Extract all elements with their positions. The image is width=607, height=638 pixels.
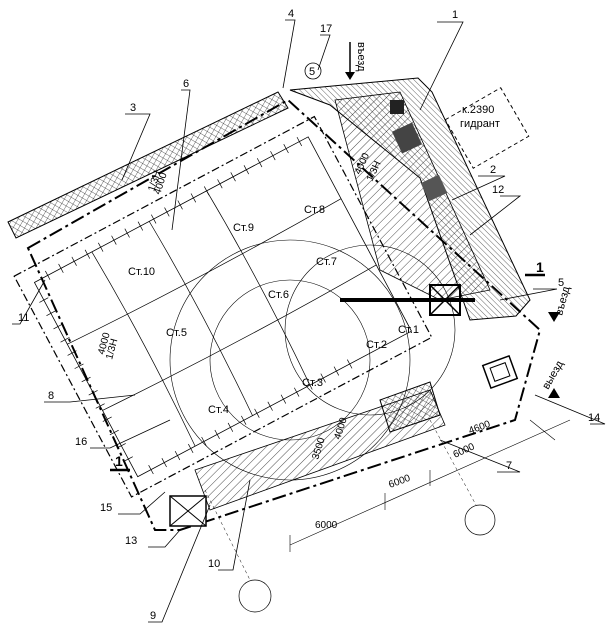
callout-1: 1: [452, 9, 458, 21]
station-5: Ст.5: [166, 327, 187, 339]
station-10: Ст.10: [128, 266, 155, 278]
callout-4: 4: [288, 8, 294, 20]
callout-5-top: 5: [309, 66, 315, 78]
hydrant-label-1: к.2390: [462, 104, 494, 116]
hydrant-label-2: гидрант: [460, 118, 500, 130]
hydrant-frame: [444, 87, 530, 169]
transformer-box: [169, 495, 207, 527]
station-2: Ст.2: [366, 339, 387, 351]
callout-11: 11: [18, 312, 29, 324]
entry-label-top: въезд: [355, 42, 367, 72]
callout-leaders: [12, 19, 606, 623]
exit-arrow-right: [548, 388, 560, 398]
station-1: Ст.1: [398, 324, 419, 336]
dimension-lines: [289, 419, 571, 552]
crane-reach-circle-3: [169, 239, 411, 481]
callout-3: 3: [130, 102, 136, 114]
dim-6000-b: 6000: [387, 473, 412, 491]
station-8: Ст.8: [304, 204, 325, 216]
station-3: Ст.3: [302, 377, 323, 389]
exit-label-right: выезд: [540, 358, 566, 391]
callout-5: 5: [558, 277, 564, 289]
retaining-wall-hatched: [7, 91, 289, 239]
storage-block-2: [420, 174, 448, 202]
callout-9: 9: [150, 610, 156, 622]
site-boundary: [26, 98, 542, 531]
crane: [340, 284, 475, 316]
external-circle-1: [238, 579, 272, 613]
station-9: Ст.9: [233, 222, 254, 234]
callout-17: 17: [320, 23, 332, 35]
section-mark-top: 1: [536, 259, 544, 275]
storage-block-1: [391, 122, 423, 154]
section-mark-bottom: 1: [115, 453, 123, 469]
callout-7: 7: [506, 460, 512, 472]
station-6: Ст.6: [268, 289, 289, 301]
callout-14: 14: [588, 412, 600, 424]
callout-2: 2: [490, 164, 496, 176]
callout-10: 10: [208, 558, 220, 570]
dim-4600: 4600: [467, 419, 492, 437]
callout-5-circle: [304, 62, 322, 80]
storage-block-3: [390, 100, 404, 114]
excavation-pit: [13, 115, 433, 498]
dim-4000-left-sub: 1/3Н: [104, 338, 120, 361]
callout-6: 6: [183, 78, 189, 90]
external-circle-2: [464, 504, 496, 536]
station-4: Ст.4: [208, 404, 229, 416]
callout-13: 13: [125, 535, 137, 547]
dim-6000-a: 6000: [315, 520, 338, 531]
truck-icon: [481, 354, 519, 390]
entry-arrow-top: [345, 42, 355, 80]
crane-reach-circle-2: [209, 279, 371, 441]
crane-reach-circle-1: [284, 244, 456, 416]
callout-16: 16: [75, 436, 87, 448]
station-7: Ст.7: [316, 256, 337, 268]
callout-12: 12: [492, 184, 504, 196]
dim-6000-c: 6000: [452, 441, 477, 461]
callout-8: 8: [48, 390, 54, 402]
entry-arrow-right: [548, 312, 560, 322]
callout-15: 15: [100, 502, 112, 514]
